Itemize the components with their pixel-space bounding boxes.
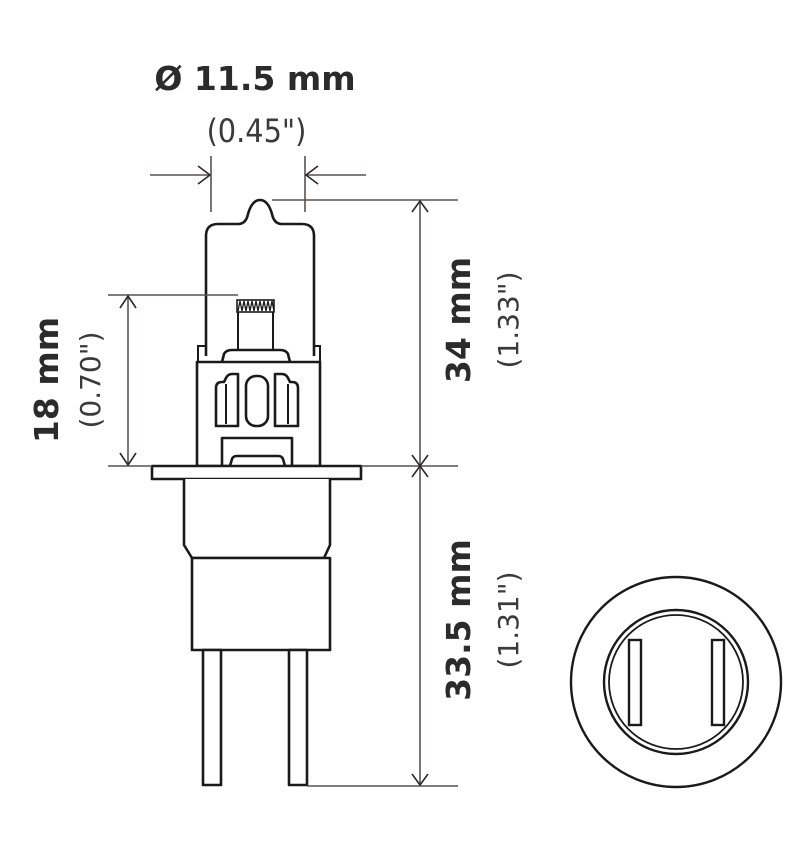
capsule-tab-left xyxy=(197,345,206,362)
base-upper xyxy=(182,479,332,560)
diameter-arrow-right-head-icon xyxy=(304,165,319,185)
pin-right xyxy=(287,648,309,787)
diameter-imperial-label: (0.45") xyxy=(207,114,307,151)
glass-capsule xyxy=(204,198,316,356)
diameter-dimension: Ø 11.5 mm (0.45") xyxy=(150,59,366,212)
lower-height-arrow-bottom-icon xyxy=(411,773,429,787)
upper-height-metric-label: 34 mm xyxy=(439,257,478,383)
lower-height-dimension: 33.5 mm (1.31") xyxy=(307,464,525,787)
end-view-inner-ring-inner xyxy=(608,614,744,750)
holder-slot-inner xyxy=(228,454,287,467)
holder-window-center xyxy=(244,374,270,428)
base-lower xyxy=(190,556,332,652)
diameter-arrow-left-head-icon xyxy=(197,165,212,185)
light-center-arrow-bottom-icon xyxy=(119,452,137,467)
light-center-arrow-top-icon xyxy=(119,294,137,309)
lower-height-arrow-top-icon xyxy=(411,464,429,478)
bulb-side-view xyxy=(150,198,363,787)
end-view-pin-right xyxy=(710,638,726,727)
end-view-inner-ring-outer xyxy=(602,608,750,756)
filament-coil xyxy=(236,299,275,313)
upper-height-imperial-label: (1.33") xyxy=(492,271,525,368)
end-view-pin-left xyxy=(627,638,643,727)
light-center-imperial-label: (0.70") xyxy=(74,331,107,428)
holder-window-right xyxy=(273,372,300,428)
upper-height-arrow-top-icon xyxy=(411,199,429,213)
capsule-tab-right xyxy=(314,345,321,362)
glass-seal xyxy=(220,348,292,363)
light-center-metric-label: 18 mm xyxy=(27,317,66,443)
light-center-dimension: 18 mm (0.70") xyxy=(27,294,238,467)
pin-left xyxy=(201,648,223,787)
upper-height-dimension: 34 mm (1.33") xyxy=(272,199,525,468)
diameter-metric-label: Ø 11.5 mm xyxy=(154,59,355,98)
base-end-view xyxy=(569,575,783,789)
flange-plate xyxy=(150,464,363,481)
lower-height-imperial-label: (1.31") xyxy=(492,571,525,668)
lower-height-metric-label: 33.5 mm xyxy=(439,539,478,701)
